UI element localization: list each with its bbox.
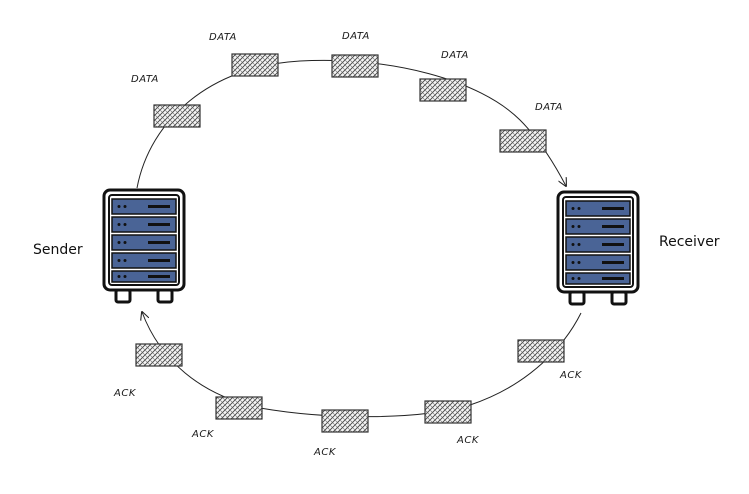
ack-packet-label: ACK [559, 370, 583, 381]
data-packet [499, 129, 547, 153]
data-packet-label: DATA [535, 102, 563, 113]
ack-packet-label: ACK [113, 388, 137, 399]
data-packet [231, 53, 279, 77]
receiver-server-icon [556, 190, 640, 306]
ack-path [142, 312, 582, 418]
ack-packet-label: ACK [313, 447, 337, 458]
ack-packet [517, 339, 565, 363]
sender-server-icon [102, 188, 186, 304]
ack-packet [321, 409, 369, 433]
data-packet-label: DATA [209, 32, 237, 43]
ack-packet [215, 396, 263, 420]
sender-label: Sender [33, 242, 83, 258]
data-packet-label: DATA [342, 31, 370, 42]
ack-packet [424, 400, 472, 424]
ack-packet [135, 343, 183, 367]
receiver-label: Receiver [659, 234, 720, 250]
data-packet-label: DATA [441, 50, 469, 61]
data-packet-label: DATA [131, 74, 159, 85]
ack-packet-label: ACK [191, 429, 215, 440]
ack-packet-label: ACK [456, 435, 480, 446]
data-packet [153, 104, 201, 128]
data-path [136, 59, 566, 189]
data-packet [419, 78, 467, 102]
data-packet [331, 54, 379, 78]
